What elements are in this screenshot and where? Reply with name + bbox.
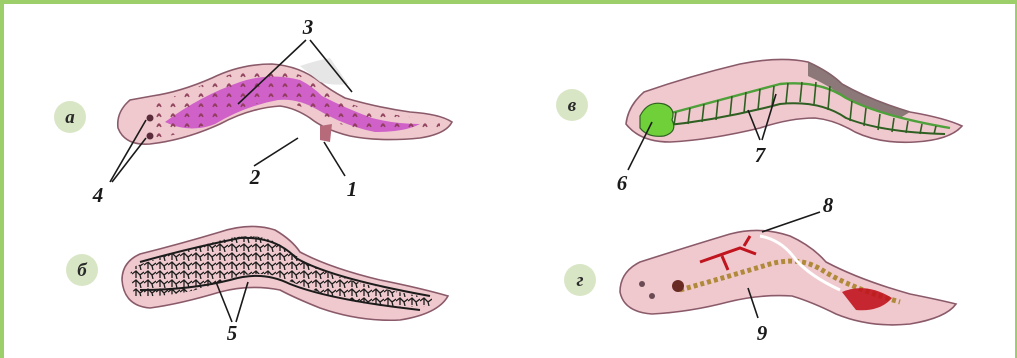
panel-a: а 3 2 1 4 [54,15,452,207]
panel-b: б 5 [66,226,448,345]
callout-9: 9 [757,321,768,345]
panel-b-letter: б [77,260,88,281]
callout-5: 5 [227,321,238,345]
panel-a-eye-upper [147,115,154,122]
panel-g-pharynx [672,280,684,292]
panel-g-letter: г [576,270,583,291]
callout-4: 4 [92,183,104,207]
panel-g-body-shape [620,230,956,324]
callout-6: 6 [617,171,628,195]
panel-v-letter: в [568,95,577,116]
panel-v: в 6 7 [556,59,962,195]
panel-g-eye-upper [639,281,645,287]
callout-2: 2 [249,165,261,189]
panel-g-eye-lower [649,293,655,299]
callout-8: 8 [823,193,834,217]
panel-a-gland-rows [155,69,440,138]
panel-a-letter: а [65,107,75,128]
panel-v-body-shape [626,59,962,142]
callout-3: 3 [302,15,314,39]
panel-v-cerebral-ganglia [640,103,674,136]
panel-a-mouth-region [320,124,332,142]
panel-a-eye-lower [147,133,154,140]
panel-g: г 8 9 [564,193,956,345]
callout-7: 7 [755,143,767,167]
callout-1: 1 [347,177,358,201]
